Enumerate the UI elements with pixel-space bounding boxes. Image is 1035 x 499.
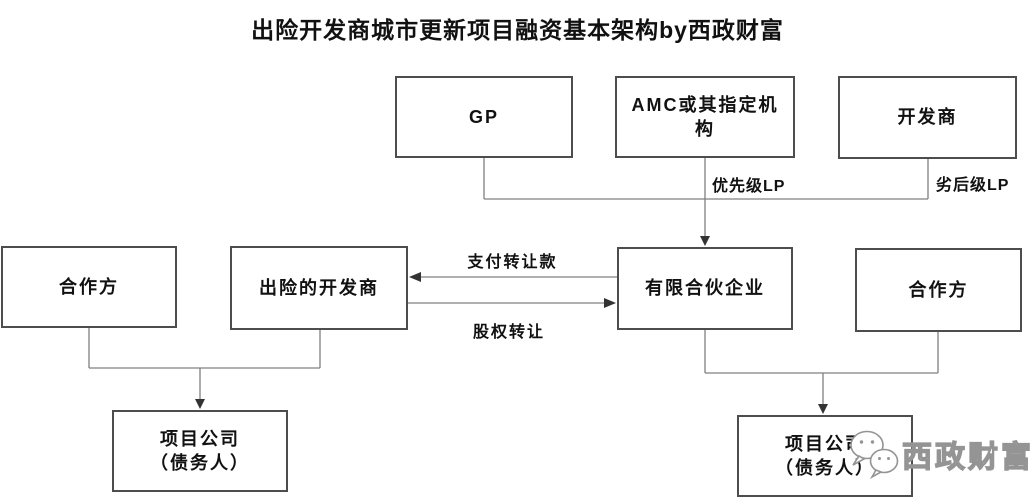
bottom-right-connector-group	[704, 330, 939, 410]
node-amc: AMC或其指定机构	[615, 76, 795, 158]
edge-label-junior-lp: 劣后级LP	[936, 177, 1010, 194]
project-company-left-line1: 项目公司	[160, 428, 240, 449]
top-connector-group	[483, 158, 929, 242]
middle-arrows-group	[408, 276, 617, 304]
node-partner-left: 合作方	[1, 246, 177, 328]
node-gp: GP	[395, 76, 573, 158]
arrowhead-pay-transfer	[409, 272, 421, 282]
node-distressed-developer: 出险的开发商	[230, 246, 408, 330]
node-partner-right: 合作方	[855, 248, 1022, 332]
node-amc-label: AMC或其指定机构	[631, 94, 779, 139]
wechat-chat-bubbles-icon	[850, 430, 899, 479]
node-project-company-left: 项目公司 （债务人）	[112, 410, 288, 492]
node-developer: 开发商	[838, 76, 1017, 159]
node-project-company-left-label: 项目公司 （债务人）	[150, 427, 250, 476]
arrowhead-into-partnership	[700, 236, 710, 246]
node-project-company-right-label: 项目公司 （债务人）	[775, 432, 875, 481]
bottom-left-connector-group	[88, 328, 321, 405]
watermark: 西政财富	[848, 429, 1034, 479]
node-developer-label: 开发商	[897, 107, 958, 128]
project-company-right-line1: 项目公司	[785, 433, 865, 454]
edge-label-equity-transfer: 股权转让	[472, 324, 545, 341]
watermark-brand-text: 西政财富	[901, 440, 1034, 474]
node-gp-label: GP	[468, 106, 499, 127]
arrowhead-equity-transfer	[604, 298, 616, 308]
node-partner-right-label: 合作方	[908, 279, 969, 300]
arrowheads-group	[195, 236, 828, 414]
project-company-left-line2: （债务人）	[150, 453, 250, 473]
edge-label-pay-transfer: 支付转让款	[467, 254, 558, 271]
diagram-title: 出险开发商城市更新项目融资基本架构by西政财富	[251, 17, 784, 43]
node-distressed-developer-label: 出险的开发商	[259, 277, 379, 298]
node-limited-partnership: 有限合伙企业	[617, 247, 793, 330]
node-partner-left-label: 合作方	[59, 276, 119, 297]
project-company-right-line2: （债务人）	[775, 458, 875, 478]
edge-label-senior-lp: 优先级LP	[712, 178, 786, 195]
node-limited-partnership-label: 有限合伙企业	[645, 278, 765, 299]
arrowhead-project-left	[195, 399, 205, 409]
arrowhead-project-right	[818, 404, 828, 414]
